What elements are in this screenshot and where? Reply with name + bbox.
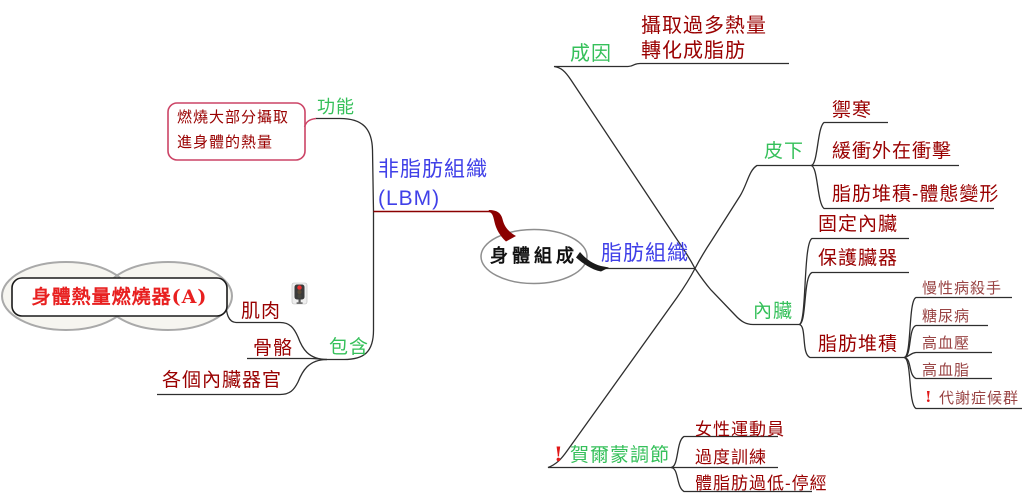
node-hormone-child2[interactable]: 過度訓練 [695,448,767,467]
node-visceral-fix[interactable]: 固定內臟 [818,214,899,235]
burner-node-box[interactable] [11,277,228,317]
node-subq[interactable]: 皮下 [764,141,805,162]
warning-icon: ! [925,388,932,406]
node-cause[interactable]: 成因 [570,43,612,65]
edge-hormone-child1 [670,435,778,469]
node-organs[interactable]: 各個內臟器官 [162,370,283,391]
edge-root-lbm-teardrop [488,210,516,242]
node-cause-detail2[interactable]: 轉化成脂肪 [641,40,746,62]
node-fat[interactable]: 脂肪組織 [601,242,689,265]
edge-hormone-child3 [670,466,812,493]
node-risk-3[interactable]: 高血壓 [922,335,971,352]
node-include[interactable]: 包含 [329,337,370,358]
node-risk-1[interactable]: 慢性病殺手 [922,280,1003,297]
edge-lbm-function [316,117,375,212]
node-hormone-child3[interactable]: 體脂肪過低-停經 [695,474,828,493]
root-node-label[interactable]: 身體組成 [490,246,578,267]
edge-fat-cause [553,65,696,269]
node-hormone[interactable]: 賀爾蒙調節 [570,445,671,466]
edge-lbm-include [327,211,375,361]
edge-visceral-accumulation [798,323,904,359]
node-lbm-line2[interactable]: (LBM) [378,187,441,210]
edge-function-note [303,117,317,128]
node-function[interactable]: 功能 [317,97,355,117]
node-subq-child1[interactable]: 禦寒 [832,100,873,121]
node-risk-5[interactable]: 代謝症候群 [939,390,1020,407]
node-accumulation[interactable]: 脂肪堆積 [818,334,899,355]
edge-risk-5 [903,356,1022,410]
edge-subq-child1 [810,121,888,167]
edge-include-muscle [236,321,328,361]
node-visceral[interactable]: 內臟 [753,301,794,322]
node-cause-detail1[interactable]: 攝取過多熱量 [641,15,767,37]
node-muscle[interactable]: 肌肉 [241,301,282,322]
node-risk-2[interactable]: 糖尿病 [922,308,971,325]
edge-include-organs [157,358,328,396]
edge-risk-3 [903,351,992,359]
node-subq-child2[interactable]: 緩衝外在衝擊 [832,141,953,162]
node-hormone-child1[interactable]: 女性運動員 [695,420,785,439]
node-lbm-line1[interactable]: 非脂肪組織 [378,158,488,181]
node-bone[interactable]: 骨骼 [253,338,294,359]
edge-cause-detail [627,62,789,68]
edge-fat-subq [694,164,811,269]
node-risk-4[interactable]: 高血脂 [922,362,971,379]
note-line1: 燃燒大部分攝取 [177,109,290,126]
warning-icon: ! [554,442,563,466]
node-visceral-protect[interactable]: 保護臟器 [818,248,899,269]
node-subq-child3[interactable]: 脂肪堆積-體態變形 [832,184,1000,205]
traffic-light-icon [291,282,308,305]
edge-subq-child3 [810,164,994,210]
note-line2: 進身體的熱量 [177,134,274,151]
note-bubble[interactable] [167,102,306,161]
edge-fat-visceral [694,268,799,326]
edge-root-fat-teardrop [576,252,609,272]
node-burner-label[interactable]: 身體熱量燃燒器(A) [31,285,208,308]
root-node-ellipse[interactable] [480,228,588,285]
edge-visceral-protect [798,271,909,326]
edge-fat-hormone [547,268,696,469]
